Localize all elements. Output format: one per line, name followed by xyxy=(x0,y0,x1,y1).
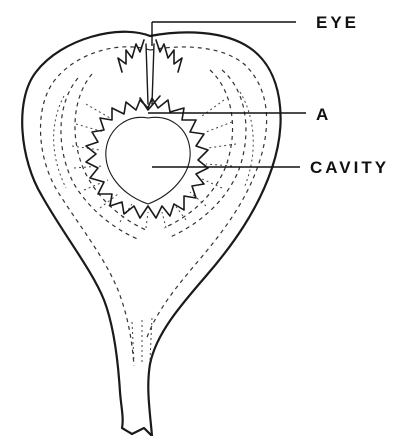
cavity-inner-edge xyxy=(106,117,190,204)
leader-eye xyxy=(152,22,296,46)
fig-outer-outline xyxy=(22,32,280,436)
label-cavity: CAVITY xyxy=(310,158,389,177)
ostiole-eye xyxy=(118,40,182,110)
stalk-vascular-lines xyxy=(132,318,152,364)
fig-inner-dashed-outline xyxy=(41,47,267,366)
label-a: A xyxy=(316,105,331,124)
label-eye: EYE xyxy=(316,13,359,32)
